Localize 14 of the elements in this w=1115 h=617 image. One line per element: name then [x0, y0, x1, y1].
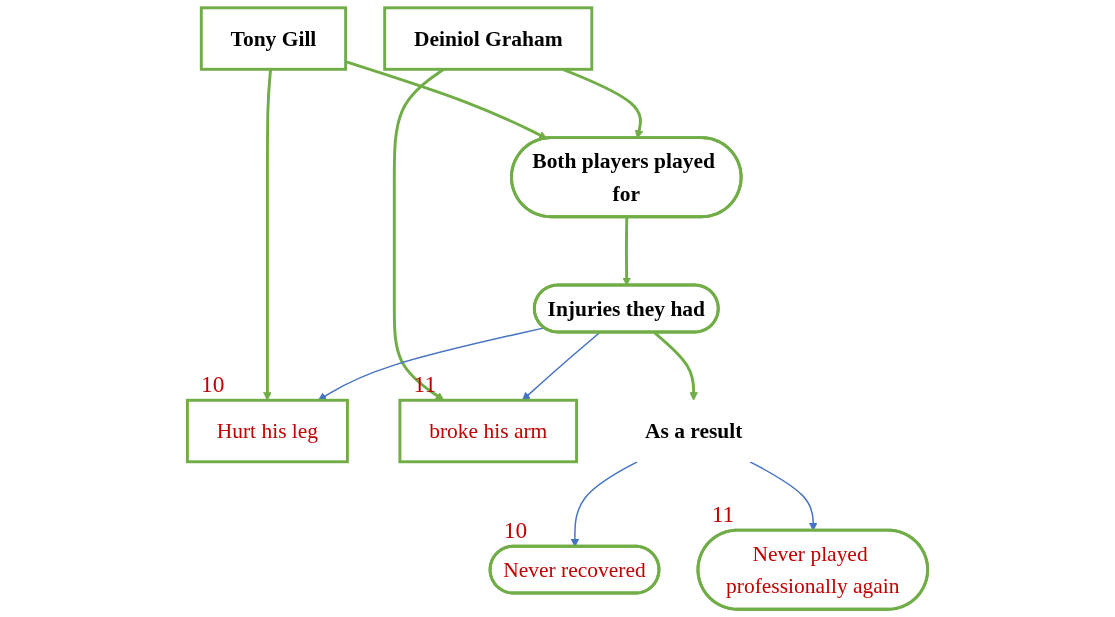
arrow	[622, 217, 631, 286]
callout-number: 10	[201, 371, 225, 398]
node-text: As a result	[644, 418, 743, 444]
callout-number: 11	[711, 501, 735, 528]
arrow	[653, 331, 698, 401]
callout-number: 10	[503, 517, 528, 544]
node-box: broke his arm	[398, 398, 579, 464]
node-box: Tony Gill	[199, 6, 348, 71]
node-box: Deiniol Graham	[383, 6, 594, 71]
arrow	[749, 461, 818, 531]
node-box: Hurt his leg	[185, 398, 349, 464]
arrow	[345, 60, 548, 139]
arrow	[263, 69, 273, 401]
arrow	[522, 331, 601, 401]
